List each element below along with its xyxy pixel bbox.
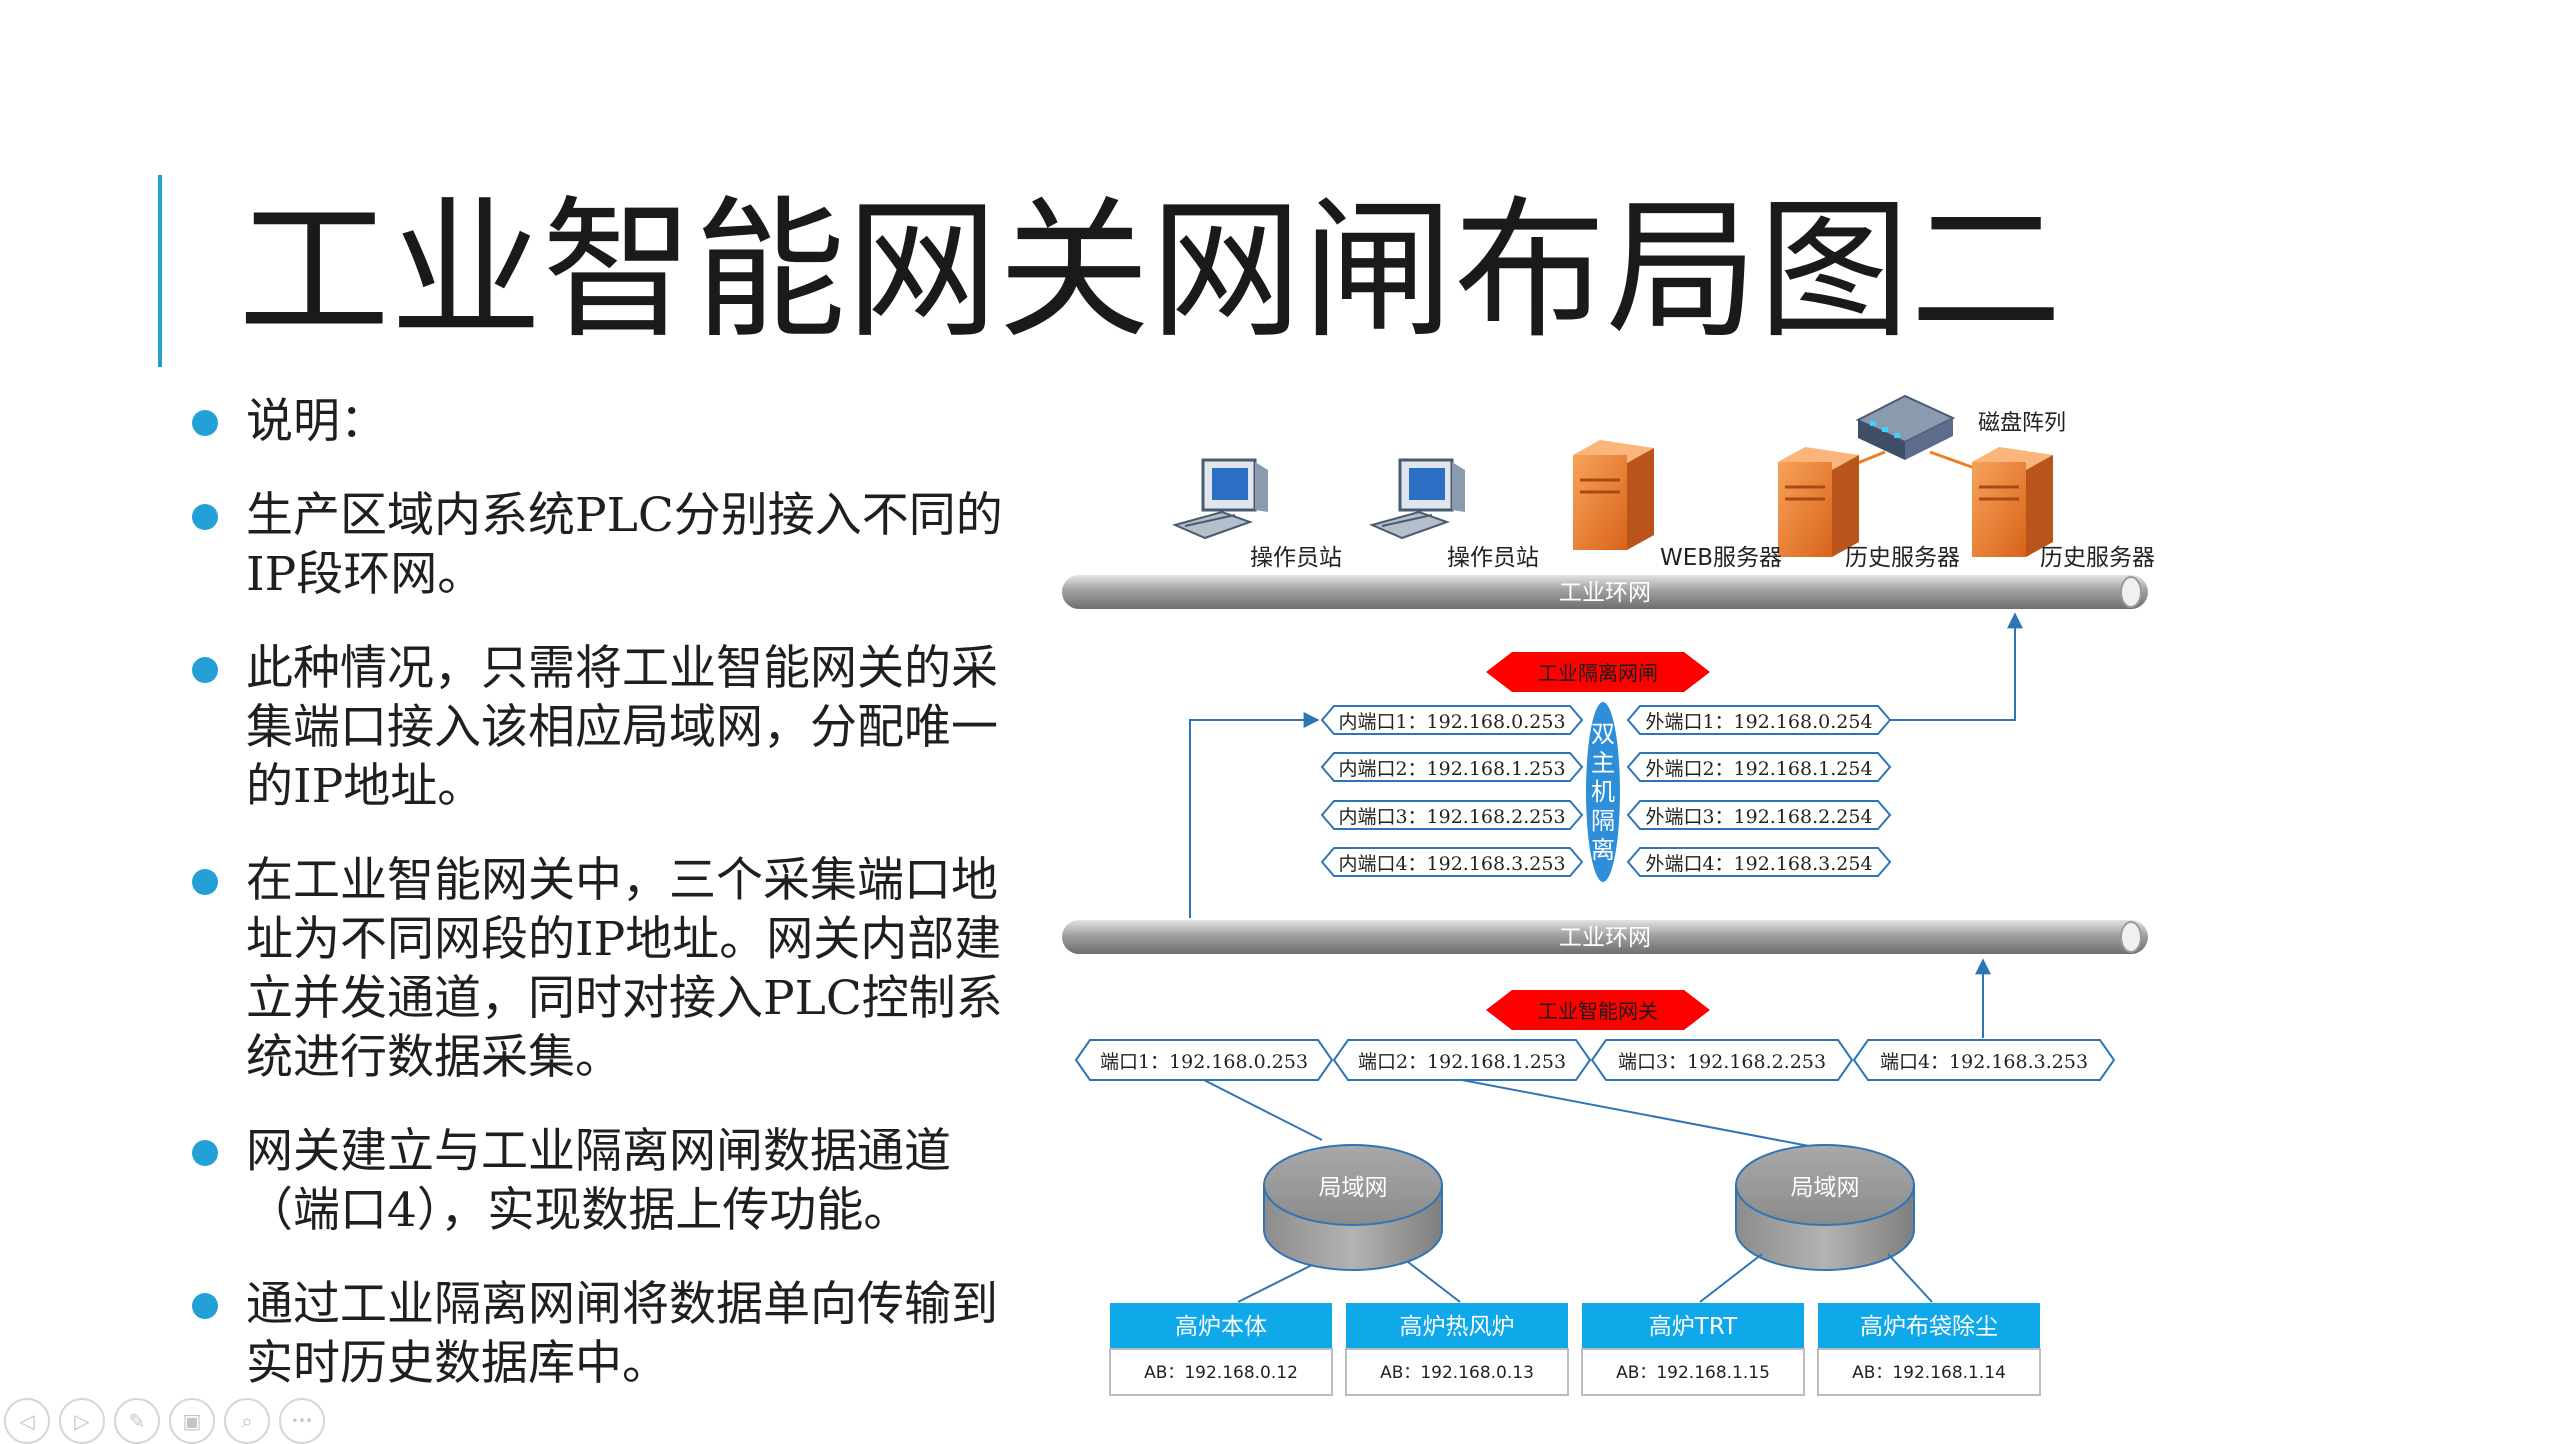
outer-port-label: 外端口4：192.168.3.254 xyxy=(1645,853,1872,875)
title-accent-bar xyxy=(158,175,162,367)
pen-icon[interactable]: ✎ xyxy=(114,1398,160,1444)
dual-host-isolation: 双 主 机 隔 离 xyxy=(1586,702,1620,882)
bullet-dot-icon xyxy=(192,1293,218,1319)
next-icon[interactable]: ▷ xyxy=(59,1398,105,1444)
dual-host-char: 机 xyxy=(1591,778,1615,806)
bottom-ring-label: 工业环网 xyxy=(1559,925,1651,951)
bullet-dot-icon xyxy=(192,869,218,895)
bullet-item: 说明： xyxy=(190,392,1020,451)
bullet-list: 说明： 生产区域内系统PLC分别接入不同的IP段环网。 此种情况，只需将工业智能… xyxy=(190,392,1020,1428)
bullet-text: 生产区域内系统PLC分别接入不同的IP段环网。 xyxy=(246,488,1003,602)
inner-port-label: 内端口4：192.168.3.253 xyxy=(1338,853,1565,875)
lan-label: 局域网 xyxy=(1791,1175,1860,1201)
bottom-ring-pipe xyxy=(1062,920,2148,954)
system-box: 高炉TRT AB：192.168.1.15 xyxy=(1581,1303,1805,1396)
system-name: 高炉布袋除尘 xyxy=(1860,1314,1998,1340)
server-icon xyxy=(1778,447,1859,557)
inner-port-label: 内端口2：192.168.1.253 xyxy=(1338,758,1565,780)
disk-array-icon xyxy=(1855,394,1956,460)
inner-port-box: 内端口3：192.168.2.253 xyxy=(1320,800,1584,830)
outer-port-box: 外端口4：192.168.3.254 xyxy=(1626,847,1892,877)
workstation-icon xyxy=(1369,458,1465,540)
system-ip: AB：192.168.1.15 xyxy=(1616,1363,1770,1383)
dual-host-char: 主 xyxy=(1591,749,1615,777)
more-icon[interactable]: ••• xyxy=(279,1398,325,1444)
top-ring-pipe xyxy=(1062,575,2148,609)
bullet-text: 此种情况，只需将工业智能网关的采集端口接入该相应局域网，分配唯一的IP地址。 xyxy=(246,641,998,814)
bullet-item: 通过工业隔离网闸将数据单向传输到实时历史数据库中。 xyxy=(190,1275,1020,1393)
outer-port-label: 外端口2：192.168.1.254 xyxy=(1645,758,1872,780)
bullet-text: 通过工业隔离网闸将数据单向传输到实时历史数据库中。 xyxy=(246,1277,998,1391)
workstation-icon xyxy=(1172,458,1268,540)
industrial-gateway-tag xyxy=(1486,990,1710,1030)
prev-icon[interactable]: ◁ xyxy=(4,1398,50,1444)
bullet-dot-icon xyxy=(192,504,218,530)
industrial-gateway-label: 工业智能网关 xyxy=(1538,999,1658,1023)
bullet-item: 此种情况，只需将工业智能网关的采集端口接入该相应局域网，分配唯一的IP地址。 xyxy=(190,639,1020,816)
bullet-item: 网关建立与工业隔离网闸数据通道（端口4），实现数据上传功能。 xyxy=(190,1122,1020,1240)
dual-host-char: 双 xyxy=(1591,720,1615,748)
slides-icon[interactable]: ▣ xyxy=(169,1398,215,1444)
outer-port-box: 外端口3：192.168.2.254 xyxy=(1626,800,1892,830)
zoom-icon[interactable]: ⌕ xyxy=(224,1398,270,1444)
system-name: 高炉本体 xyxy=(1175,1314,1267,1340)
bullet-dot-icon xyxy=(192,410,218,436)
network-diagram: 磁盘阵列 操作员站 xyxy=(1062,394,2155,1396)
inner-port-box: 内端口2：192.168.1.253 xyxy=(1320,752,1584,782)
bullet-dot-icon xyxy=(192,657,218,683)
lan-cylinder: 局域网 xyxy=(1263,1144,1443,1271)
disk-array-label: 磁盘阵列 xyxy=(1978,411,2066,436)
system-ip: AB：192.168.0.12 xyxy=(1144,1363,1298,1383)
outer-port-box: 外端口1：192.168.0.254 xyxy=(1626,705,1892,735)
top-ring-label: 工业环网 xyxy=(1559,580,1651,606)
server-icon xyxy=(1972,447,2053,557)
bullet-text: 说明： xyxy=(246,394,387,449)
inner-port-box: 内端口1：192.168.0.253 xyxy=(1320,705,1584,735)
inner-port-box: 内端口4：192.168.3.253 xyxy=(1320,847,1584,877)
outer-port-label: 外端口1：192.168.0.254 xyxy=(1645,711,1872,733)
bullet-text: 在工业智能网关中，三个采集端口地址为不同网段的IP地址。网关内部建立并发通道，同… xyxy=(246,853,1003,1085)
gateway-port-box: 端口1：192.168.0.253 xyxy=(1074,1039,1334,1081)
system-name: 高炉热风炉 xyxy=(1400,1314,1515,1340)
uplink-arrow xyxy=(1189,712,1320,918)
gateway-port-box: 端口3：192.168.2.253 xyxy=(1590,1039,1854,1081)
outer-port-box: 外端口2：192.168.1.254 xyxy=(1626,752,1892,782)
device-label: 历史服务器 xyxy=(1845,545,1960,571)
device-label: 历史服务器 xyxy=(2040,545,2155,571)
device-label: 操作员站 xyxy=(1250,545,1342,571)
system-box: 高炉布袋除尘 AB：192.168.1.14 xyxy=(1817,1303,2041,1396)
dual-host-char: 隔 xyxy=(1591,807,1615,835)
device-label: 操作员站 xyxy=(1447,545,1539,571)
gateway-port-label: 端口3：192.168.2.253 xyxy=(1618,1051,1826,1073)
server-icon xyxy=(1573,440,1654,550)
gateway-port-label: 端口2：192.168.1.253 xyxy=(1358,1051,1566,1073)
gateway-port-box: 端口4：192.168.3.253 xyxy=(1852,1039,2116,1081)
outer-port-label: 外端口3：192.168.2.254 xyxy=(1645,806,1872,828)
inner-port-label: 内端口3：192.168.2.253 xyxy=(1338,806,1565,828)
system-ip: AB：192.168.0.13 xyxy=(1380,1363,1534,1383)
bullet-text: 网关建立与工业隔离网闸数据通道（端口4），实现数据上传功能。 xyxy=(246,1124,951,1238)
bullet-dot-icon xyxy=(192,1140,218,1166)
system-ip: AB：192.168.1.14 xyxy=(1852,1363,2006,1383)
gateway-port-label: 端口4：192.168.3.253 xyxy=(1880,1051,2088,1073)
uplink-arrow xyxy=(1890,612,2023,721)
slide-title: 工业智能网关网闸布局图二 xyxy=(238,182,2062,359)
lan-label: 局域网 xyxy=(1319,1175,1388,1201)
isolation-gateway-label: 工业隔离网闸 xyxy=(1538,661,1658,685)
slideshow-nav: ◁ ▷ ✎ ▣ ⌕ ••• xyxy=(4,1398,325,1444)
bullet-item: 在工业智能网关中，三个采集端口地址为不同网段的IP地址。网关内部建立并发通道，同… xyxy=(190,851,1020,1087)
gateway-port-box: 端口2：192.168.1.253 xyxy=(1332,1039,1592,1081)
inner-port-label: 内端口1：192.168.0.253 xyxy=(1338,711,1565,733)
gateway-port-label: 端口1：192.168.0.253 xyxy=(1100,1051,1308,1073)
isolation-gateway-tag xyxy=(1486,652,1710,692)
system-box: 高炉本体 AB：192.168.0.12 xyxy=(1109,1303,1333,1396)
bullet-item: 生产区域内系统PLC分别接入不同的IP段环网。 xyxy=(190,486,1020,604)
system-box: 高炉热风炉 AB：192.168.0.13 xyxy=(1345,1303,1569,1396)
system-name: 高炉TRT xyxy=(1649,1314,1738,1340)
lan-cylinder: 局域网 xyxy=(1735,1144,1915,1271)
device-label: WEB服务器 xyxy=(1660,545,1782,571)
dual-host-char: 离 xyxy=(1591,836,1615,864)
